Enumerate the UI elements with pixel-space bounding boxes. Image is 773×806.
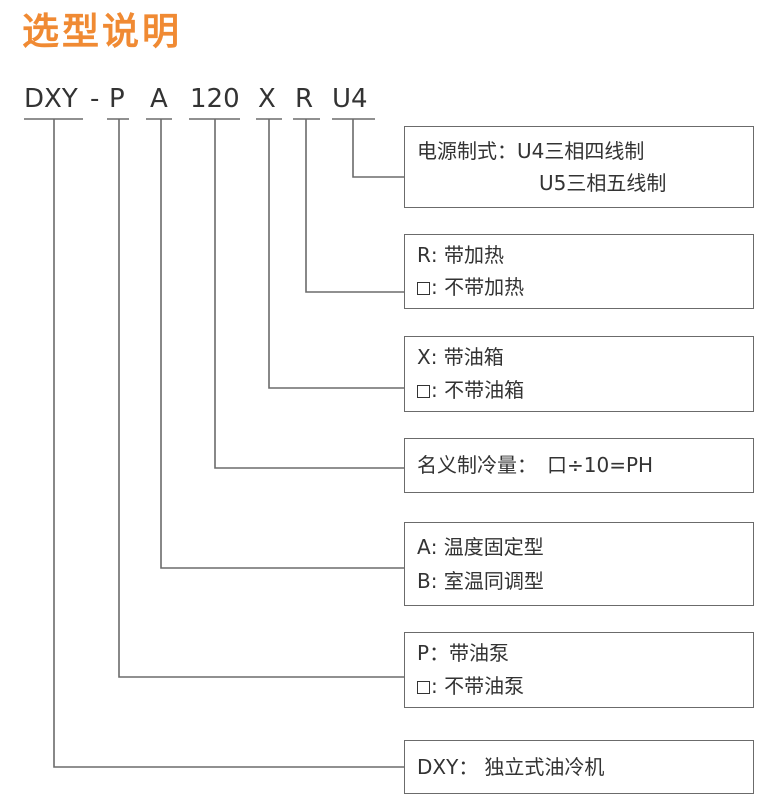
power-label: 电源制式：U4三相四线制 bbox=[417, 137, 644, 165]
code-capacity: 120 bbox=[190, 84, 240, 114]
control-key-b: B bbox=[417, 569, 431, 593]
box-heating: R: 带加热 : 不带加热 bbox=[404, 234, 754, 309]
pump-key: P bbox=[417, 641, 430, 665]
box-oil-pump: P：带油泵 : 不带油泵 bbox=[404, 632, 754, 708]
heat-with-text: : 带加热 bbox=[430, 243, 505, 267]
blank-square-icon bbox=[417, 681, 430, 694]
pump-option-without: : 不带油泵 bbox=[417, 672, 524, 700]
tank-key: X bbox=[417, 345, 431, 369]
control-a-text: : 温度固定型 bbox=[430, 535, 544, 559]
code-control: A bbox=[150, 84, 168, 114]
series-row: DXY：独立式油冷机 bbox=[417, 753, 604, 781]
control-option-b: B: 室温同调型 bbox=[417, 567, 544, 595]
connector-tank bbox=[268, 119, 404, 389]
code-dash: - bbox=[90, 84, 100, 114]
power-option-u5: U5三相五线制 bbox=[539, 171, 667, 195]
heat-without-text: : 不带加热 bbox=[431, 275, 525, 299]
box-series: DXY：独立式油冷机 bbox=[404, 740, 754, 794]
series-text: 独立式油冷机 bbox=[484, 755, 605, 779]
code-power: U4 bbox=[332, 84, 368, 114]
tank-option-without: : 不带油箱 bbox=[417, 376, 524, 404]
blank-square-icon bbox=[417, 282, 430, 295]
capacity-label: 名义制冷量： bbox=[417, 453, 537, 477]
box-oil-tank: X: 带油箱 : 不带油箱 bbox=[404, 336, 754, 412]
connector-power bbox=[352, 119, 404, 178]
code-heat: R bbox=[295, 84, 314, 114]
tank-without-text: : 不带油箱 bbox=[431, 378, 525, 402]
connector-series bbox=[53, 119, 404, 768]
tank-option-with: X: 带油箱 bbox=[417, 343, 504, 371]
code-tank: X bbox=[258, 84, 276, 114]
heat-option-without: : 不带加热 bbox=[417, 273, 524, 301]
power-option-u4: U4三相四线制 bbox=[517, 139, 645, 163]
connector-control bbox=[160, 119, 404, 569]
box-power-system: 电源制式：U4三相四线制 U5三相五线制 bbox=[404, 126, 754, 208]
control-option-a: A: 温度固定型 bbox=[417, 533, 544, 561]
code-pump: P bbox=[109, 84, 125, 114]
capacity-formula: 口÷10=PH bbox=[547, 453, 654, 477]
control-key-a: A bbox=[417, 535, 431, 559]
connector-pump bbox=[118, 119, 404, 678]
heat-key: R bbox=[417, 243, 431, 267]
series-label: DXY： bbox=[417, 755, 479, 779]
pump-option-with: P：带油泵 bbox=[417, 639, 509, 667]
code-series: DXY bbox=[24, 84, 78, 114]
capacity-row: 名义制冷量： 口÷10=PH bbox=[417, 451, 653, 479]
power-label-text: 电源制式： bbox=[417, 139, 517, 163]
connector-capacity bbox=[214, 119, 404, 469]
pump-without-text: : 不带油泵 bbox=[431, 674, 525, 698]
connector-heat bbox=[305, 119, 404, 293]
box-capacity: 名义制冷量： 口÷10=PH bbox=[404, 438, 754, 493]
blank-square-icon bbox=[417, 385, 430, 398]
heat-option-with: R: 带加热 bbox=[417, 241, 504, 269]
box-control-type: A: 温度固定型 B: 室温同调型 bbox=[404, 522, 754, 606]
pump-with-text: ：带油泵 bbox=[429, 641, 510, 665]
page-title: 选型说明 bbox=[22, 10, 182, 53]
tank-with-text: : 带油箱 bbox=[430, 345, 504, 369]
control-b-text: : 室温同调型 bbox=[430, 569, 544, 593]
